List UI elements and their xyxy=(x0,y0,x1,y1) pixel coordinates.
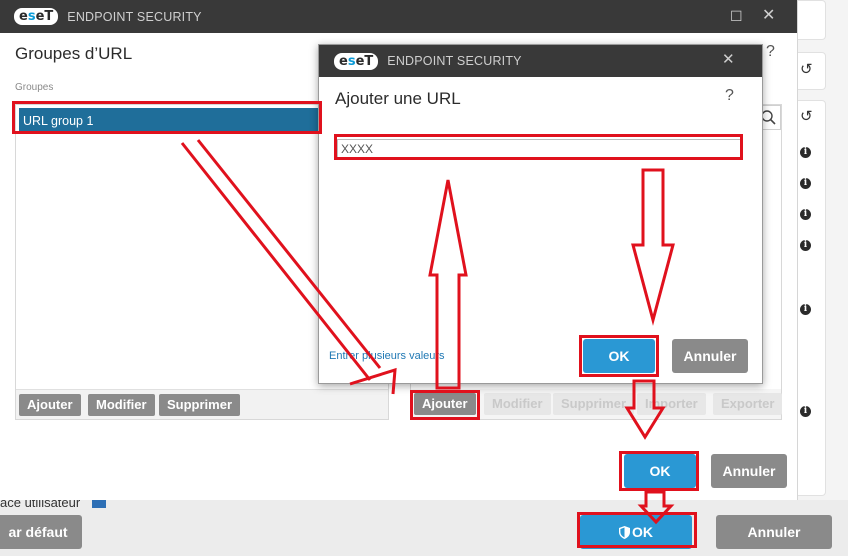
add-url-button[interactable]: Ajouter xyxy=(414,393,476,415)
delete-url-button[interactable]: Supprimer xyxy=(553,393,635,415)
group-list-item[interactable]: URL group 1 xyxy=(19,108,319,134)
revert-icon[interactable]: ↺ xyxy=(800,108,813,125)
background-card xyxy=(798,52,826,90)
default-button[interactable]: ar défaut xyxy=(0,515,82,549)
shield-icon xyxy=(619,525,630,539)
info-icon[interactable]: i xyxy=(800,406,811,417)
add-url-ok-button[interactable]: OK xyxy=(583,339,655,373)
groups-button-row: Ajouter Modifier Supprimer xyxy=(16,389,388,419)
background-card xyxy=(798,100,826,496)
background-cancel-button[interactable]: Annuler xyxy=(716,515,832,549)
info-icon[interactable]: i xyxy=(800,240,811,251)
url-button-row: Ajouter Modifier Supprimer Importer Expo… xyxy=(411,389,783,419)
help-icon[interactable]: ? xyxy=(766,43,775,60)
close-icon[interactable]: ✕ xyxy=(762,7,776,24)
add-url-title: Ajouter une URL xyxy=(335,89,461,108)
background-ok-label: OK xyxy=(632,524,653,540)
product-name: ENDPOINT SECURITY xyxy=(387,54,522,68)
add-group-button[interactable]: Ajouter xyxy=(19,394,81,416)
background-footer xyxy=(0,500,848,556)
multiple-values-link[interactable]: Entrer plusieurs valeurs xyxy=(329,350,445,362)
url-input[interactable]: XXXX xyxy=(337,139,742,160)
info-icon[interactable]: i xyxy=(800,178,811,189)
revert-icon[interactable]: ↺ xyxy=(800,61,813,78)
add-url-cancel-button[interactable]: Annuler xyxy=(672,339,748,373)
edit-url-button[interactable]: Modifier xyxy=(484,393,551,415)
groups-label: Groupes xyxy=(15,82,54,93)
info-icon[interactable]: i xyxy=(800,147,811,158)
background-ok-button[interactable]: OK xyxy=(580,515,692,549)
windows-icon xyxy=(92,500,106,508)
maximize-icon[interactable]: ☐ xyxy=(730,8,743,24)
groups-ok-button[interactable]: OK xyxy=(624,454,696,488)
background-card xyxy=(798,0,826,40)
import-button[interactable]: Importer xyxy=(637,393,706,415)
edit-group-button[interactable]: Modifier xyxy=(88,394,155,416)
delete-group-button[interactable]: Supprimer xyxy=(159,394,241,416)
export-button[interactable]: Exporter xyxy=(713,393,783,415)
product-name: ENDPOINT SECURITY xyxy=(67,9,202,24)
default-button-label: ar défaut xyxy=(8,524,68,540)
info-icon[interactable]: i xyxy=(800,209,811,220)
groups-cancel-button[interactable]: Annuler xyxy=(711,454,787,488)
page-title: Groupes d’URL xyxy=(15,44,133,63)
close-icon[interactable]: ✕ xyxy=(722,51,735,68)
info-icon[interactable]: i xyxy=(800,304,811,315)
background-cancel-label: Annuler xyxy=(747,524,801,540)
help-icon[interactable]: ? xyxy=(725,87,734,104)
